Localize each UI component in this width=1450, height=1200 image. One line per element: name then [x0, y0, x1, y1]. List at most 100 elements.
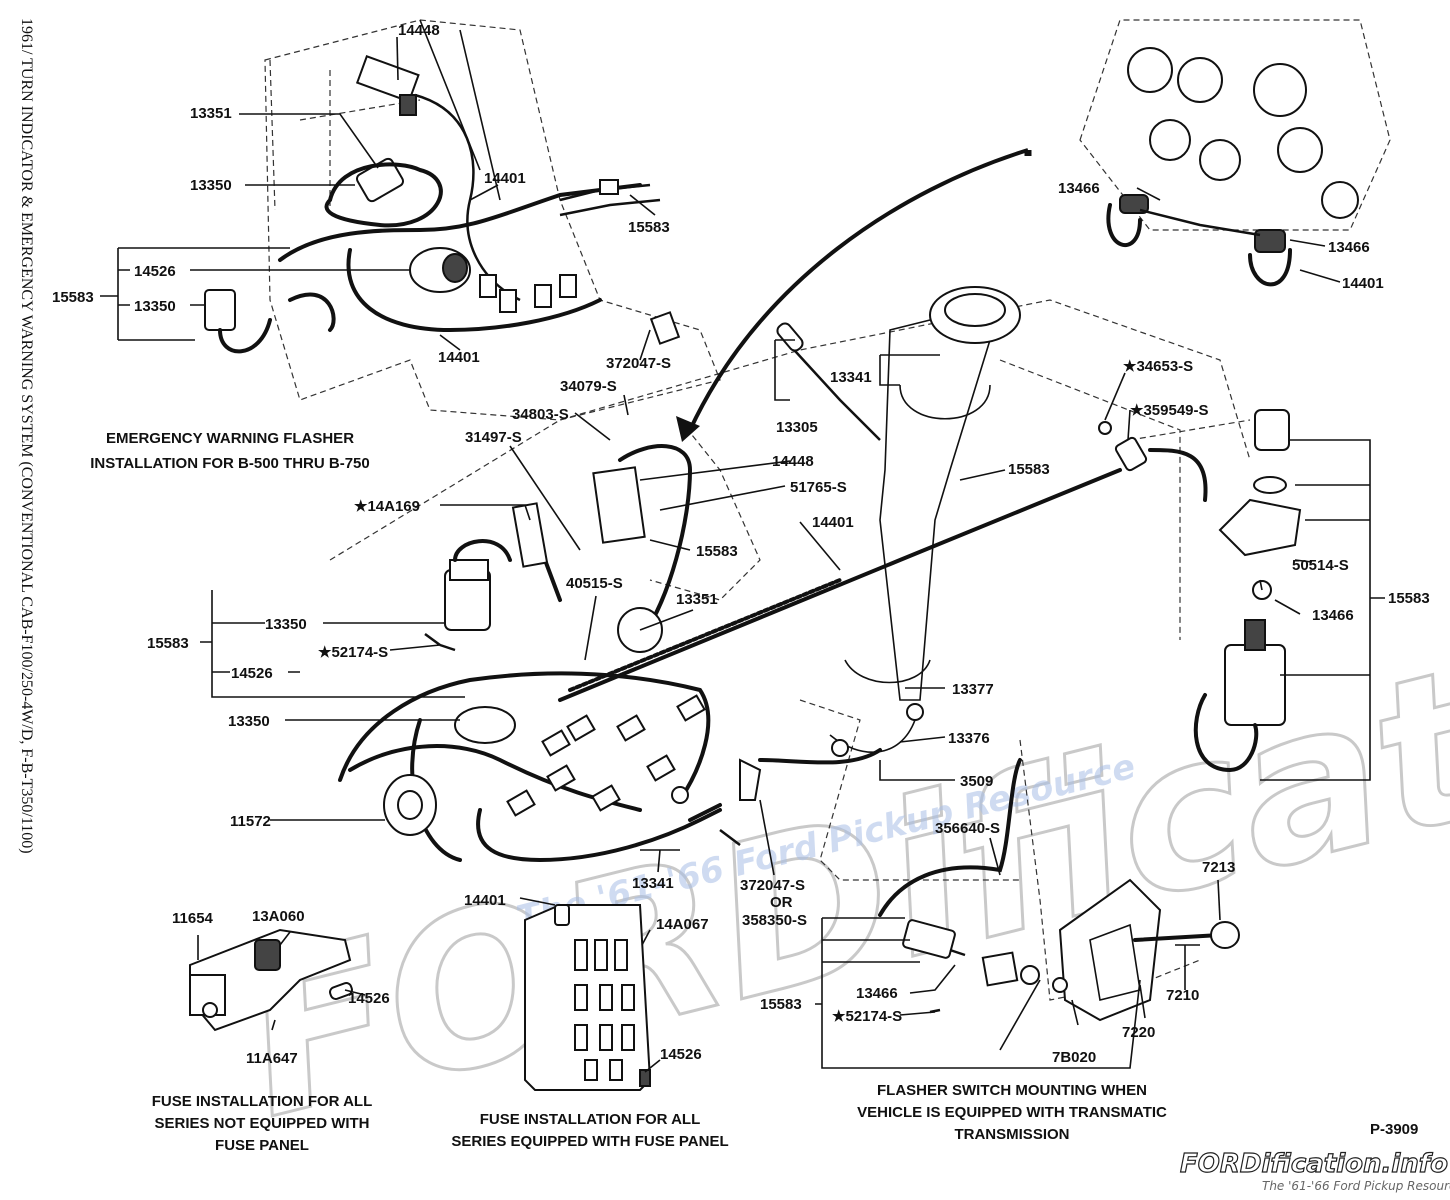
- label-52174-a: ★52174-S: [318, 644, 388, 661]
- label-356640: 356640-S: [935, 820, 1000, 837]
- label-51765: 51765-S: [790, 479, 847, 496]
- label-13351-a: 13351: [190, 105, 232, 122]
- fuse-14526-a: [329, 982, 353, 1000]
- caption-fuse-no-panel-line2: SERIES NOT EQUIPPED WITH: [154, 1115, 369, 1132]
- caption-emergency-line2: INSTALLATION FOR B-500 THRU B-750: [90, 455, 369, 472]
- bracket-14A169: [511, 502, 549, 568]
- label-14448-b: 14448: [772, 453, 814, 470]
- side-title: 1961/ TURN INDICATOR & EMERGENCY WARNING…: [18, 18, 35, 854]
- logo-text: FORDification.info: [1180, 1149, 1448, 1179]
- site-logo: FORDification.info The '61-'66 Ford Pick…: [1179, 1148, 1450, 1193]
- label-372047-b: 372047-S: [740, 877, 805, 894]
- label-358350: 358350-S: [742, 912, 807, 929]
- harness-15583: [558, 468, 1122, 702]
- caption-emergency-line1: EMERGENCY WARNING FLASHER: [106, 430, 354, 447]
- label-11A647: 11A647: [246, 1050, 298, 1067]
- clamp-13377: [844, 659, 931, 684]
- caption-fuse-no-panel-line3: FUSE PANEL: [215, 1137, 309, 1154]
- label-15583-f: 15583: [147, 635, 189, 652]
- label-or: OR: [770, 894, 793, 911]
- fuse-panel-assembly: [524, 904, 652, 1091]
- fuse-14526-b: [639, 1069, 651, 1087]
- part-labels: 14448 13351 13350 14401 15583 15583 1452…: [52, 22, 1430, 1067]
- switch-body: [1224, 644, 1286, 726]
- label-14448-a: 14448: [398, 22, 440, 39]
- label-40515: 40515-S: [566, 575, 623, 592]
- label-15583-e: 15583: [1388, 590, 1430, 607]
- label-15583-d: 15583: [696, 543, 738, 560]
- label-14526-b: 14526: [231, 665, 273, 682]
- label-15583-b: 15583: [52, 289, 94, 306]
- fuse-no-panel-assembly: [189, 928, 353, 1032]
- caption-flasher-switch-line3: TRANSMISSION: [954, 1126, 1069, 1143]
- flasher-14448-mount: [592, 466, 646, 544]
- label-14401-a: 14401: [484, 170, 526, 187]
- leader-lines: [100, 36, 1385, 1073]
- label-13466-d: 13466: [856, 985, 898, 1002]
- label-13351-b: 13351: [676, 591, 718, 608]
- switch-nut: [1253, 476, 1287, 494]
- flasher-13350-side: [204, 289, 236, 331]
- switch-bezel-pull: [1218, 498, 1302, 557]
- label-52174-b: ★52174-S: [832, 1008, 902, 1025]
- caption-fuse-panel-line1: FUSE INSTALLATION FOR ALL: [480, 1111, 701, 1128]
- label-7210: 7210: [1166, 987, 1199, 1004]
- label-7213: 7213: [1202, 859, 1235, 876]
- label-14526-c: 14526: [348, 990, 390, 1007]
- label-359549: ★359549-S: [1130, 402, 1209, 419]
- instrument-cluster: [1079, 19, 1391, 287]
- label-13350-b: 13350: [134, 298, 176, 315]
- clip-372047: [739, 758, 762, 801]
- label-13A060: 13A060: [252, 908, 305, 925]
- label-15583-c: 15583: [1008, 461, 1050, 478]
- caption-fuse-panel-line2: SERIES EQUIPPED WITH FUSE PANEL: [451, 1133, 728, 1150]
- label-14401-b: 14401: [438, 349, 480, 366]
- shift-lever-7210: [1133, 933, 1222, 942]
- pointer-arrow: [688, 148, 1029, 431]
- label-13341-a: 13341: [830, 369, 872, 386]
- label-15583-g: 15583: [760, 996, 802, 1013]
- label-50514: 50514-S: [1292, 557, 1349, 574]
- label-14401-e: 14401: [464, 892, 506, 909]
- label-13466-b: 13466: [1328, 239, 1370, 256]
- steering-column: [879, 319, 991, 701]
- dash-and-steering-column: [329, 148, 1251, 881]
- label-13350-a: 13350: [190, 177, 232, 194]
- switch-knob: [1254, 409, 1290, 451]
- label-13341-b: 13341: [632, 875, 674, 892]
- clip-359549: [1114, 436, 1148, 472]
- label-34803: 34803-S: [512, 406, 569, 423]
- label-7B020: 7B020: [1052, 1049, 1096, 1066]
- label-14A169: ★14A169: [354, 498, 420, 515]
- label-372047-a: 372047-S: [606, 355, 671, 372]
- label-14526-d: 14526: [660, 1046, 702, 1063]
- label-3509: 3509: [960, 773, 993, 790]
- shift-housing-7220: [1058, 878, 1162, 1022]
- turn-signal-lever: [784, 339, 881, 441]
- label-14526-a: 14526: [134, 263, 176, 280]
- flasher-14448-top: [355, 55, 420, 103]
- label-11654: 11654: [172, 910, 214, 927]
- shift-knob-7213: [1210, 921, 1240, 949]
- caption-flasher-switch-line1: FLASHER SWITCH MOUNTING WHEN: [877, 1082, 1147, 1099]
- label-34079: 34079-S: [560, 378, 617, 395]
- label-13466-a: 13466: [1058, 180, 1100, 197]
- label-34653: ★34653-S: [1123, 358, 1193, 375]
- label-13376: 13376: [948, 730, 990, 747]
- label-13350-d: 13350: [228, 713, 270, 730]
- captions: EMERGENCY WARNING FLASHER INSTALLATION F…: [90, 430, 1418, 1154]
- label-13350-c: 13350: [265, 616, 307, 633]
- caption-fuse-no-panel-line1: FUSE INSTALLATION FOR ALL: [152, 1093, 373, 1110]
- label-15583-a: 15583: [628, 219, 670, 236]
- emergency-flasher-assembly: [204, 19, 721, 421]
- bezel-7B020: [981, 951, 1019, 987]
- label-13466-c: 13466: [1312, 607, 1354, 624]
- logo-tagline: The '61-'66 Ford Pickup Resource: [1262, 1179, 1450, 1193]
- emergency-switch-parts: [1098, 409, 1302, 773]
- label-14401-c: 14401: [1342, 275, 1384, 292]
- label-7220: 7220: [1122, 1024, 1155, 1041]
- label-14A067: 14A067: [656, 916, 709, 933]
- turn-flasher-harness: [338, 444, 882, 863]
